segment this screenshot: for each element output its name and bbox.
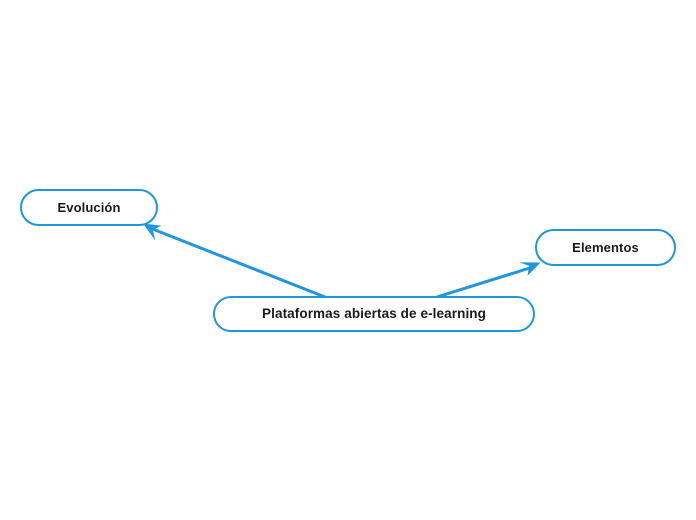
node-central-topic[interactable]: Plataformas abiertas de e-learning bbox=[213, 296, 535, 332]
arrowhead-elementos bbox=[519, 262, 541, 276]
node-evolucion-label: Evolución bbox=[57, 200, 121, 215]
edge-line bbox=[149, 226, 326, 299]
edge-central-elementos bbox=[436, 262, 541, 299]
node-elementos-label: Elementos bbox=[572, 240, 639, 255]
node-evolucion[interactable]: Evolución bbox=[20, 189, 158, 226]
node-elementos[interactable]: Elementos bbox=[535, 229, 676, 266]
edge-central-evolucion bbox=[143, 223, 326, 299]
edge-line bbox=[436, 265, 534, 299]
arrowhead-evolucion bbox=[143, 223, 162, 241]
node-central-topic-label: Plataformas abiertas de e-learning bbox=[262, 306, 486, 322]
